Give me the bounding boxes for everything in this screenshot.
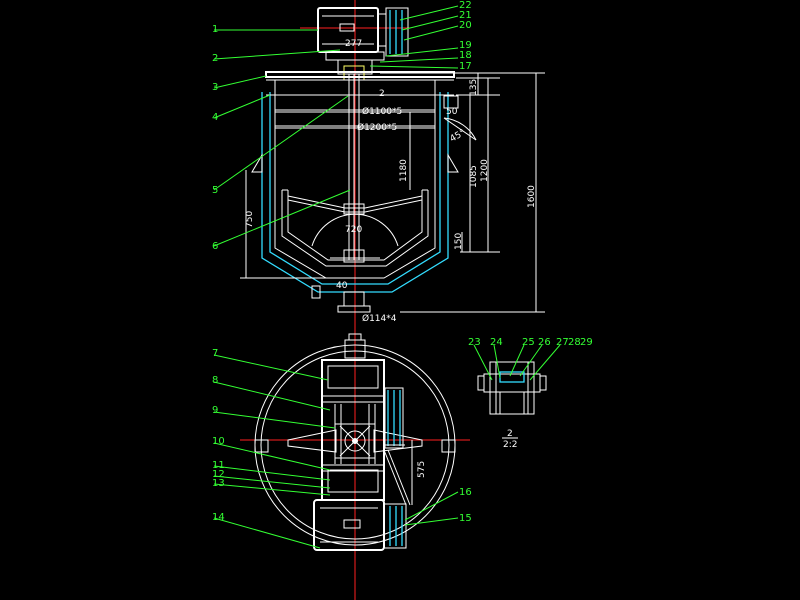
detail-scale: 2:2 [503, 440, 517, 450]
callout-26: 26 [538, 337, 551, 348]
lug-left [251, 153, 263, 173]
callout-9: 9 [212, 405, 218, 416]
dim-575: 575 [417, 461, 427, 478]
lug-right [447, 153, 459, 173]
detail-scale-top: 2 [507, 429, 513, 439]
dim-40: 40 [336, 281, 348, 291]
jacket-inner [269, 92, 441, 285]
dim-1600: 1600 [527, 185, 537, 208]
callout-24: 24 [490, 337, 503, 348]
callout-12: 12 [212, 469, 225, 480]
dim-1180: 1180 [399, 159, 409, 182]
callout-16: 16 [459, 487, 472, 498]
dim-750: 750 [245, 211, 255, 228]
bottom-outlet [343, 291, 365, 307]
frame-paddle [281, 190, 429, 267]
dim-135: 135 [469, 79, 479, 96]
callout-3: 3 [212, 82, 218, 93]
callout-22: 22 [459, 0, 472, 11]
dim-150: 150 [454, 233, 464, 250]
dim-1200: Ø1200*5 [357, 122, 397, 133]
side-nozzle [443, 95, 459, 109]
callout-8: 8 [212, 375, 218, 386]
dim-1200-vertical: 1200 [480, 159, 490, 182]
dim-45: 45° [449, 128, 468, 145]
callout-25: 25 [522, 337, 535, 348]
callout-7: 7 [212, 348, 218, 359]
callout-23: 23 [468, 337, 481, 348]
callout-2: 2 [212, 53, 218, 64]
callout-10: 10 [212, 436, 225, 447]
callout-1: 1 [212, 24, 218, 35]
vessel-plan-inner [260, 350, 450, 540]
callout-28: 28 [568, 337, 581, 348]
callout-19: 19 [459, 40, 472, 51]
callout-14: 14 [212, 512, 225, 523]
detail-view [477, 361, 547, 415]
callout-6: 6 [212, 241, 218, 252]
dim-1085: 1085 [469, 165, 479, 188]
callout-17: 17 [459, 61, 472, 72]
callout-18: 18 [459, 50, 472, 61]
dim-1100: Ø1100*5 [362, 106, 402, 117]
vessel-body [274, 80, 436, 279]
callout-27: 27 [556, 337, 569, 348]
callout-21: 21 [459, 10, 472, 21]
top-cover [265, 71, 455, 78]
callout-20: 20 [459, 20, 472, 31]
callout-5: 5 [212, 185, 218, 196]
dim-2-top: 2 [379, 89, 385, 99]
callout-29: 29 [580, 337, 593, 348]
callout-4: 4 [212, 112, 218, 123]
dim-277: 277 [345, 39, 362, 49]
leader-lines [213, 5, 561, 549]
dim-720: 720 [345, 225, 362, 235]
callout-11: 11 [212, 460, 225, 471]
callout-13: 13 [212, 478, 225, 489]
dim-50: 50 [446, 107, 458, 117]
motor-top [317, 7, 409, 57]
callout-15: 15 [459, 513, 472, 524]
dim-114: Ø114*4 [362, 313, 397, 324]
